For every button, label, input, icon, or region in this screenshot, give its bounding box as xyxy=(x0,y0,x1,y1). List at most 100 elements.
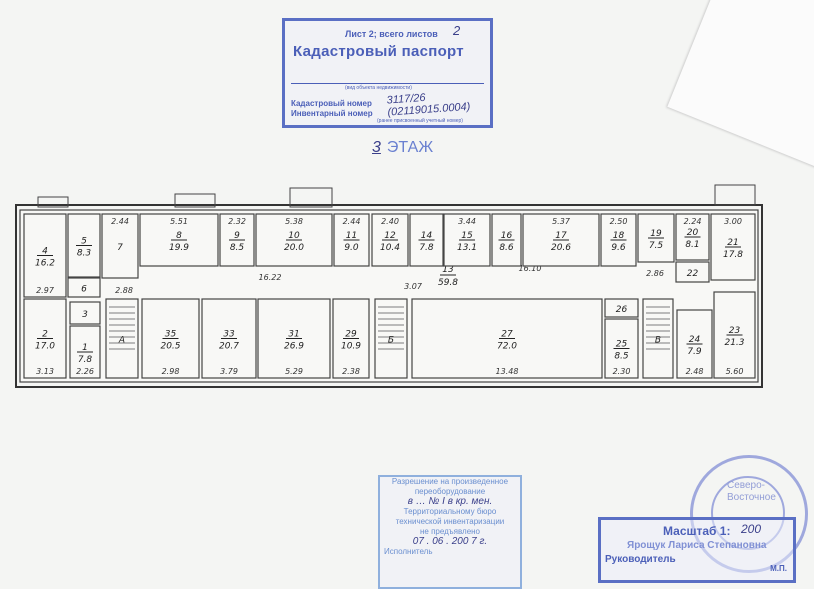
room-dimension: 5.38 xyxy=(285,217,303,226)
room-25: 258.52.30 xyxy=(604,318,639,379)
room-outline xyxy=(642,298,674,379)
room-area: 10.9 xyxy=(341,342,361,352)
room-dimension: 13.48 xyxy=(496,367,519,376)
room-21: 21 17.8 3.00 xyxy=(710,213,756,281)
head-role: Руководитель xyxy=(605,554,676,565)
room-area: 17.0 xyxy=(35,342,55,352)
room-24: 247.92.48 xyxy=(676,309,713,379)
room-area: 20.7 xyxy=(219,342,239,352)
room-number: 26 xyxy=(616,305,628,315)
room-area: 20.0 xyxy=(284,243,304,253)
corridor-area: 59.8 xyxy=(438,278,458,288)
room-dimension: 3.44 xyxy=(458,217,476,226)
floor-number: 3 xyxy=(372,139,381,156)
room-20: 208.12.24 xyxy=(675,213,710,261)
room-number: 25 xyxy=(616,340,628,350)
number-caption: (ранее присвоенный учетный номер) xyxy=(377,118,463,124)
floor-word: ЭТАЖ xyxy=(386,139,434,156)
inventory-label: Инвентарный номер xyxy=(291,109,373,118)
perm-line: Разрешение на произведенное xyxy=(391,477,509,486)
room-number: 29 xyxy=(345,330,357,340)
room-area: 7.5 xyxy=(649,241,664,251)
perm-line: технической инвентаризации xyxy=(395,517,505,526)
room-number: 35 xyxy=(165,330,177,340)
corridor-dim: 2.88 xyxy=(115,286,133,295)
perm-line: не предъявлено xyxy=(419,527,481,536)
room-area: 7.9 xyxy=(687,347,702,357)
divider xyxy=(291,83,484,84)
balcony xyxy=(714,184,756,206)
perm-line: в … № I в кр. мен. xyxy=(407,496,493,507)
room-area: 17.8 xyxy=(723,250,743,260)
room-number: 15 xyxy=(461,231,473,241)
number-value: 3117/26 (02119015.0004) xyxy=(386,91,471,119)
room-number: 31 xyxy=(288,330,299,340)
room-area: 8.6 xyxy=(499,243,514,253)
seal-text: Северо-Восточное xyxy=(727,480,776,503)
room-number: 33 xyxy=(223,330,235,340)
room-15: 15 13.1 3.44 xyxy=(443,213,491,267)
room-number: 27 xyxy=(501,330,513,340)
corridor-dim: 16.10 xyxy=(519,264,542,273)
room-area: 13.1 xyxy=(457,243,477,253)
corridor-dim: 2.86 xyxy=(646,269,664,278)
scale-label: Масштаб 1: xyxy=(663,524,731,538)
room-dimension: 2.30 xyxy=(613,367,631,376)
room-area: 26.9 xyxy=(284,342,304,352)
room-area: 8.1 xyxy=(685,240,699,250)
perm-executor: Исполнитель xyxy=(384,547,433,556)
room-number: 10 xyxy=(288,231,300,241)
room-area: 20.6 xyxy=(551,243,571,253)
room-number: 21 xyxy=(727,238,738,248)
balcony xyxy=(289,187,333,208)
room-number: 16 xyxy=(501,231,513,241)
scale-stamp: Масштаб 1: 200 Ярощук Лариса Степановна … xyxy=(598,517,796,583)
balcony xyxy=(174,193,216,208)
folded-page-corner xyxy=(667,0,814,182)
room-area: 8.3 xyxy=(77,249,92,259)
room-dimension: 2.44 xyxy=(343,217,361,226)
room-1: 17.82.26 xyxy=(69,325,101,379)
room-area: 8.5 xyxy=(230,243,245,253)
room-area: 10.4 xyxy=(380,243,400,253)
object-type-caption: (вид объекта недвижимости) xyxy=(345,85,412,91)
room-19: 197.5 xyxy=(637,213,675,263)
room-8: 819.95.51 xyxy=(139,213,219,267)
room-22: 22 xyxy=(675,261,710,283)
room-5: 58.3 xyxy=(67,213,101,278)
room-dimension: 5.29 xyxy=(285,367,303,376)
room-dimension: 2.40 xyxy=(381,217,399,226)
room-number: 11 xyxy=(346,231,357,241)
room-26: 26 xyxy=(604,298,639,318)
room-number: 8 xyxy=(176,231,182,241)
room-number: 22 xyxy=(687,269,699,279)
room-number: 17 xyxy=(555,231,567,241)
room-6: 6 xyxy=(67,277,101,298)
room-area: 16.2 xyxy=(35,259,55,269)
room-outline xyxy=(675,261,710,283)
room-В: В xyxy=(642,298,674,379)
room-dimension: 2.32 xyxy=(228,217,246,226)
room-number: А xyxy=(118,336,125,346)
room-11: 119.02.44 xyxy=(333,213,370,267)
room-number: 24 xyxy=(689,335,701,345)
room-area: 9.6 xyxy=(611,243,626,253)
room-4: 416.22.97 xyxy=(23,213,67,298)
room-area: 21.3 xyxy=(724,338,744,348)
room-outline xyxy=(374,298,408,379)
room-number: 20 xyxy=(687,228,699,238)
room-dimension: 3.00 xyxy=(724,217,742,226)
room-dimension: 5.51 xyxy=(170,217,188,226)
permission-stamp: Разрешение на произведенное переоборудов… xyxy=(378,475,522,589)
passport-title: Кадастровый паспорт xyxy=(293,43,464,60)
room-outline xyxy=(67,277,101,298)
outer-wall xyxy=(15,204,763,388)
perm-date: 07 . 06 . 200 7 г. xyxy=(412,536,488,547)
room-area: 7.8 xyxy=(78,355,93,365)
corridor-dim: 3.07 xyxy=(404,282,423,291)
room-18: 189.62.50 xyxy=(600,213,637,267)
